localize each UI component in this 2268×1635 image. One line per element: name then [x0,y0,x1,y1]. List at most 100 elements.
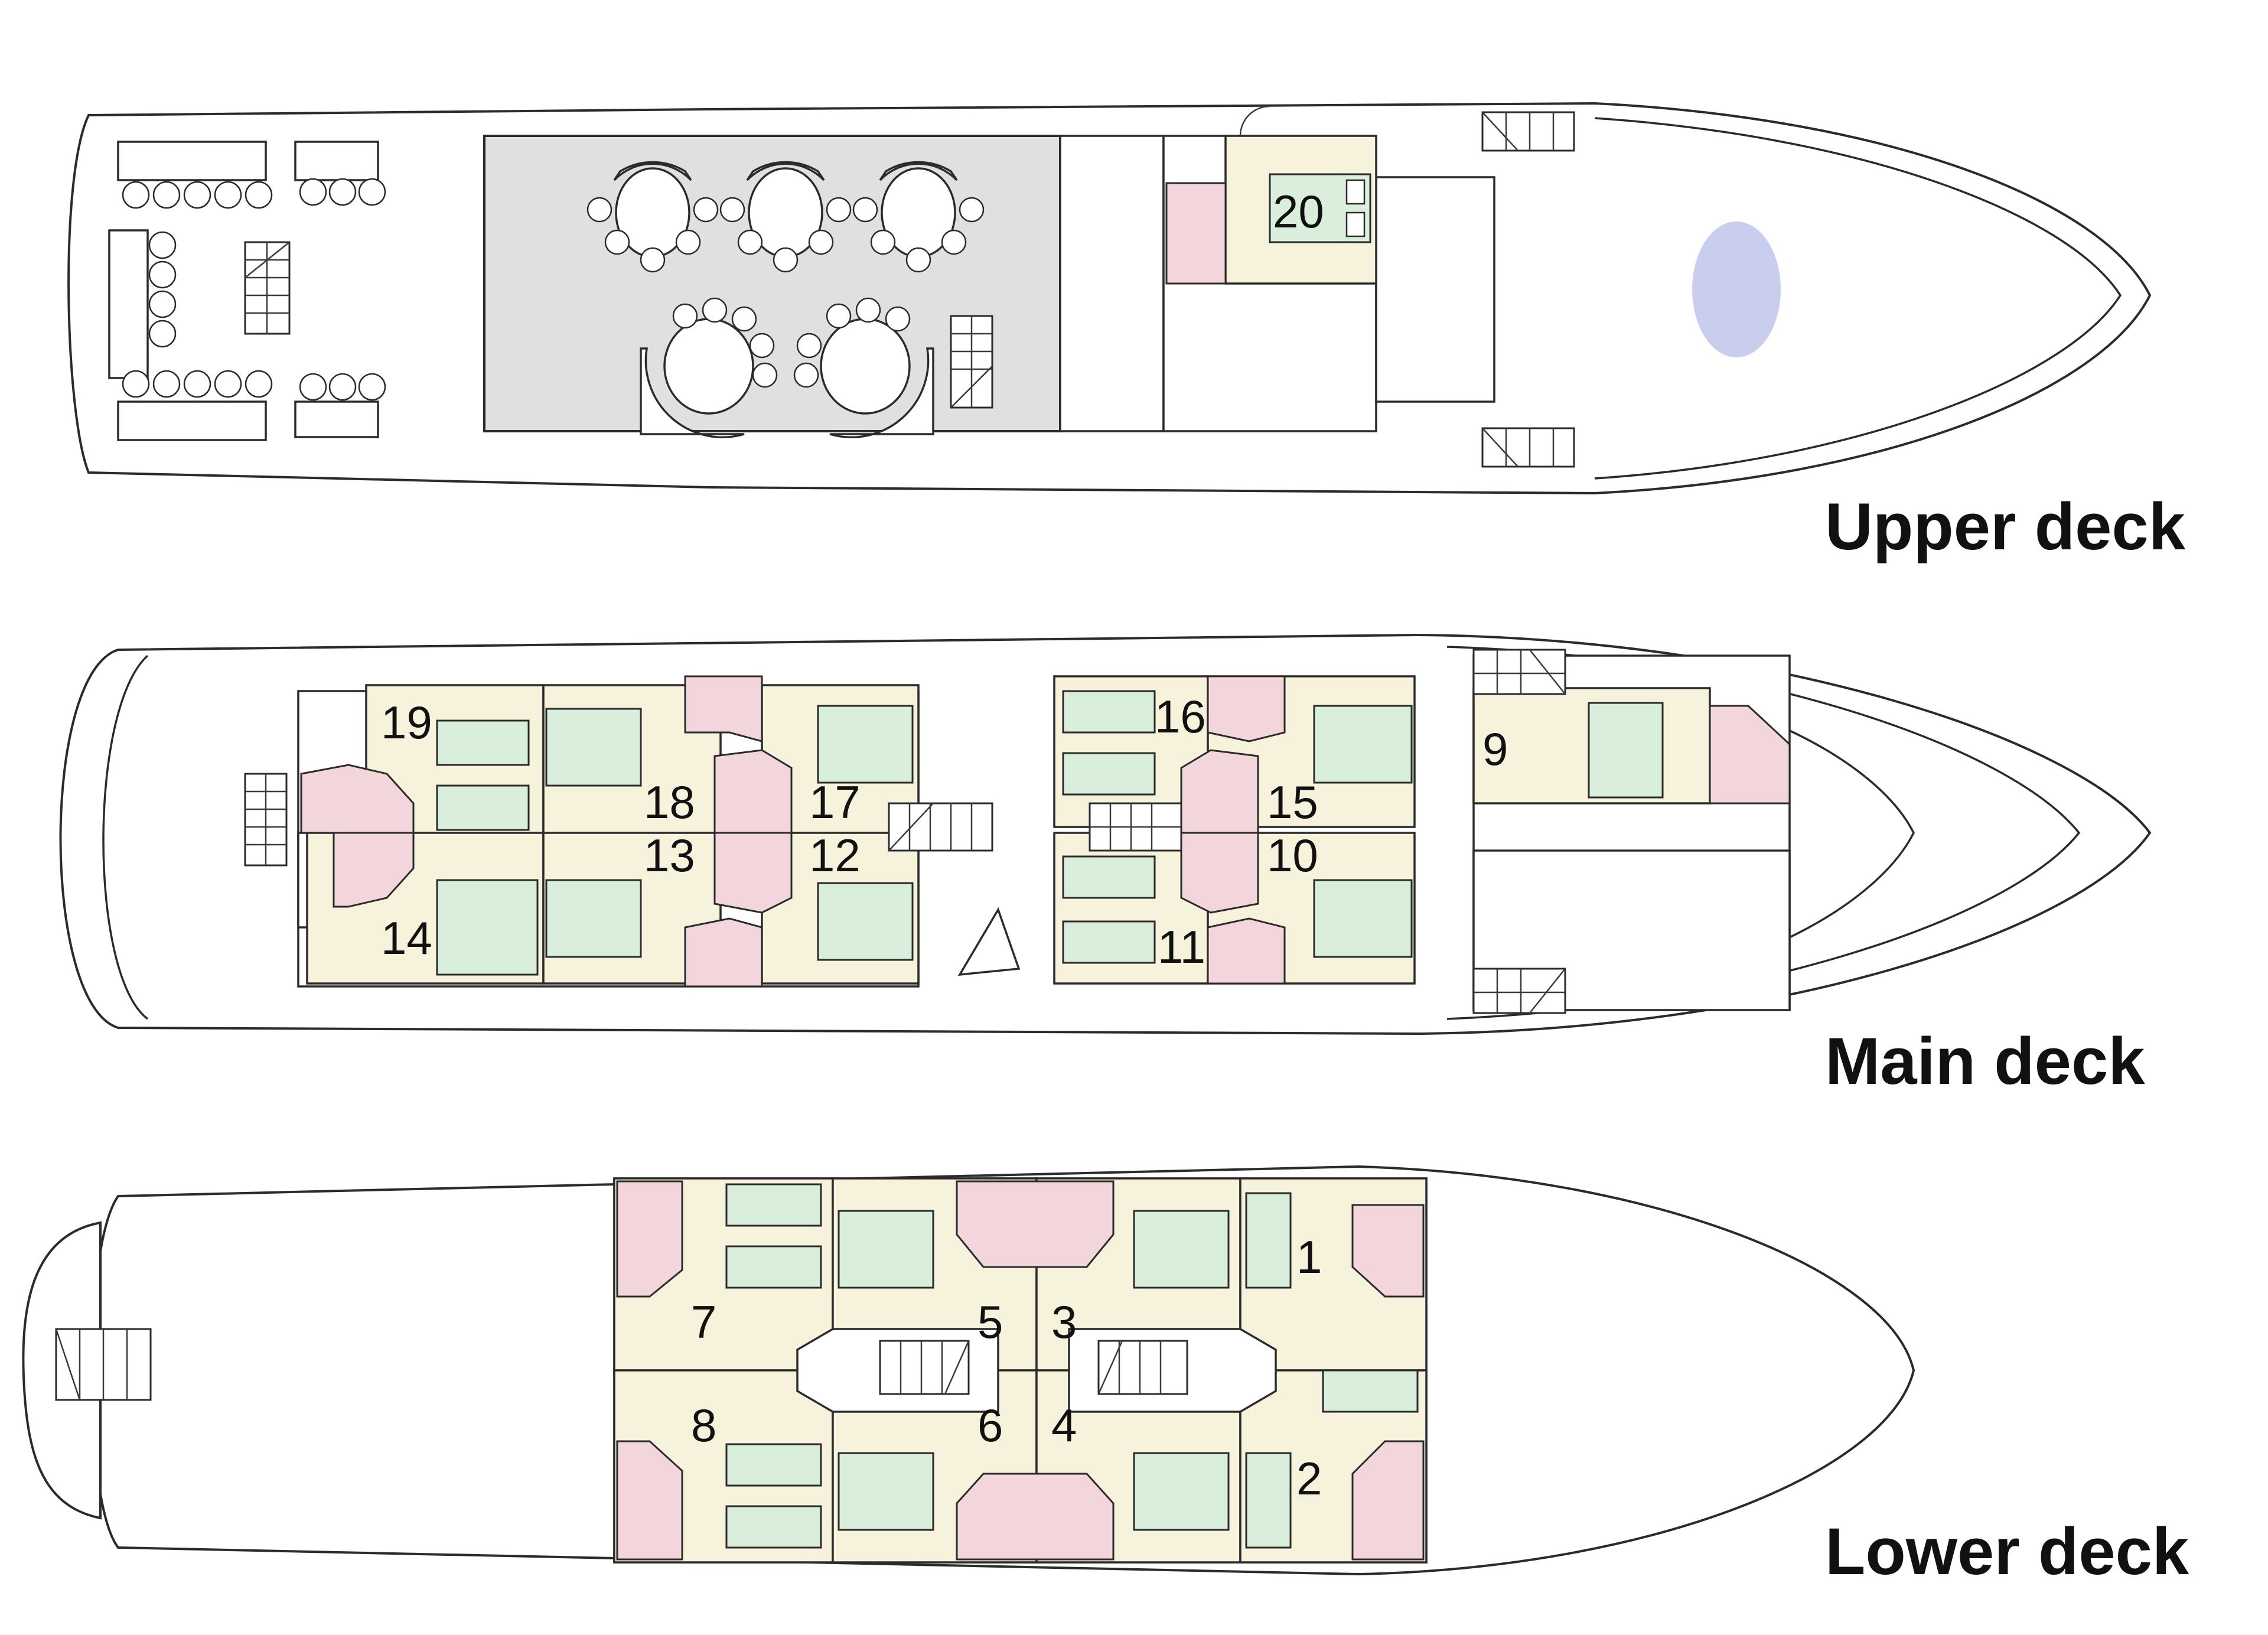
upper-deck: 20 Upper deck [67,102,2186,564]
cabin-19-number: 19 [381,696,432,748]
upper-deck-aft-seating [108,141,386,441]
cabin-3-number: 3 [1051,1296,1077,1348]
chair [358,178,386,206]
cabin-5-3-bathroom [956,1180,1115,1268]
chair [152,370,181,398]
cabin-19-bed [436,784,530,831]
chair [183,370,211,398]
lower-deck-label: Lower deck [1825,1515,2189,1588]
chair [214,181,242,209]
chair [214,370,242,398]
chair [299,178,327,206]
dining-tables [613,161,958,439]
cabin-10-number: 10 [1267,829,1318,881]
cabin-2-bathroom [1351,1440,1425,1561]
chair [358,373,386,401]
sunbed [294,400,379,438]
cabin-18-bathroom [684,675,763,742]
cabin-10-bathroom [1180,832,1259,914]
upper-deck-room [1375,176,1495,403]
upper-deck-fore-stairs-top [1481,111,1575,152]
cabin-13-bed [545,879,642,958]
chair [328,178,357,206]
chair [148,260,177,289]
cabin-18-bed [545,708,642,787]
chair [299,373,327,401]
main-deck-aft-stairs [244,773,288,867]
cabin-1-bed [1245,1192,1292,1289]
sunbed [117,400,267,441]
cabin-15-number: 15 [1267,776,1318,828]
cabin-7-bathroom [616,1180,683,1298]
cabin-16-bathroom [1207,675,1286,742]
sunbed [117,141,267,181]
chair [328,373,357,401]
lower-deck: 7 5 3 1 8 6 4 2 Lower deck [22,1165,2189,1588]
cabin-3-bed [1133,1210,1230,1289]
upper-deck-aft-stairs [244,241,291,335]
main-deck-inner-hull-line [102,654,149,1020]
sunbed [294,141,379,181]
cabin-15-bathroom [1180,749,1259,834]
chair [148,320,177,348]
cabin-11-bed [1062,855,1156,899]
chair [148,231,177,259]
cabin-15-bed [1313,705,1413,784]
cabin-2-number: 2 [1296,1452,1322,1504]
dining-chairs [586,197,985,388]
cabin-1-bathroom [1351,1204,1425,1298]
cabin-7-bed [725,1183,822,1227]
dining-stairs [950,315,993,409]
main-deck-bow-stairs-top [1472,649,1566,695]
lower-deck-stairs-fore [1097,1340,1188,1395]
cabin-6-4-bathroom [956,1473,1115,1561]
cabin-6-bed [838,1452,934,1531]
main-deck-fore-stairs [1089,802,1182,852]
cabin-17-bathroom [713,749,793,834]
cabin-8-number: 8 [691,1399,716,1451]
cabin-1-number: 1 [1296,1231,1322,1283]
chair [245,370,273,398]
cabin-10-bed [1313,879,1413,958]
upper-deck-label: Upper deck [1825,490,2186,564]
cabin-6-number: 6 [977,1399,1003,1451]
cabin-13-number: 13 [644,829,695,881]
chair [148,290,177,318]
cabin-5-bed [838,1210,934,1289]
cabin-11-bed [1062,920,1156,964]
main-deck-label: Main deck [1825,1024,2145,1098]
chair [183,181,211,209]
cabin-20-number: 20 [1273,185,1324,237]
cabin-16-bed [1062,690,1156,734]
upper-deck-inner-bow-line [1594,117,2122,480]
cabin-14-bed [436,879,539,976]
cabin-8-bed [725,1443,822,1487]
cabin-4-number: 4 [1051,1399,1077,1451]
cabin-12-bathroom [713,832,793,914]
cabin-19-bed [436,719,530,766]
cabin-13-bathroom [684,917,763,988]
cabin-2-bed [1322,1369,1419,1413]
chair [122,370,150,398]
cabin-11-bathroom [1207,917,1286,985]
cabin-18-number: 18 [644,776,695,828]
main-deck: 19 18 17 13 12 14 [59,633,2152,1098]
chair [122,181,150,209]
upper-deck-room [1059,135,1165,432]
main-deck-bow-stairs-bottom [1472,968,1566,1014]
cabin-20-bathroom [1165,182,1227,285]
upper-deck-fore-stairs-bottom [1481,427,1575,468]
chair [152,181,181,209]
cabin-17-bed [817,705,914,784]
cabin-8-bathroom [616,1440,683,1561]
cabin-7-bed [725,1245,822,1289]
cabin-8-bed [725,1505,822,1549]
cabin-16-bed [1062,752,1156,796]
cabin-19-bathroom [300,764,415,834]
sunbed [108,229,149,379]
cabin-12-number: 12 [809,829,861,881]
cabin-17-number: 17 [809,776,861,828]
spiral-stair [957,907,1021,976]
cabin-9-number: 9 [1482,723,1508,775]
